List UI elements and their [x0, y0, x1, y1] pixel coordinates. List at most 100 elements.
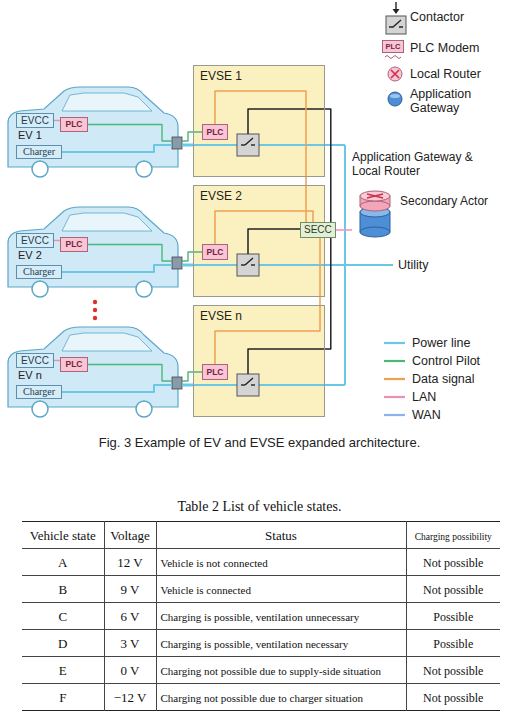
legend-text: Control Pilot	[412, 354, 480, 368]
node-text: EV n	[18, 369, 42, 381]
node-text: PLC	[66, 120, 83, 129]
data-table: Vehicle stateVoltageStatusCharging possi…	[22, 521, 500, 711]
table-cell: 12 V	[104, 549, 156, 576]
node-text: PLC	[207, 368, 224, 377]
wire-line	[259, 144, 345, 146]
plc-modem-box: PLC	[60, 237, 88, 252]
node-text: Application Gateway & Local Router	[352, 150, 502, 178]
cell-text: A	[58, 555, 67, 570]
cell-text: E	[59, 663, 67, 678]
cell-text: 3 V	[121, 636, 140, 651]
legend-line-sample	[384, 414, 405, 416]
legend-gateway	[388, 92, 402, 106]
vehicle-wheel	[136, 281, 152, 297]
plc-modem-box: PLC	[202, 124, 228, 140]
drawing-stroke	[251, 384, 255, 385]
table-cell: 3 V	[104, 630, 156, 657]
wire-line	[62, 385, 172, 392]
drawing-stroke	[241, 384, 245, 385]
node-text: PLC	[66, 240, 83, 249]
vehicle-drawing	[8, 207, 182, 297]
evse-box: EVSE 2 PLC	[193, 185, 325, 297]
charger-box: Charger	[16, 385, 62, 399]
legend-text: Power line	[412, 336, 470, 350]
vehicle-window	[62, 93, 152, 111]
wire-line	[62, 145, 172, 152]
vehicle-body	[8, 207, 178, 287]
vehicle-body	[8, 327, 178, 407]
charger-box: Charger	[16, 265, 62, 279]
vehicle-wheel	[32, 161, 48, 177]
legend-gateway	[390, 94, 400, 98]
cell-text: Charging not possible due to charger sit…	[161, 692, 363, 704]
wire-line	[182, 132, 202, 141]
contactor-symbol	[237, 374, 259, 396]
wire-line	[182, 372, 202, 381]
table-cell: B	[22, 576, 104, 603]
drawing-stroke	[245, 378, 253, 385]
legend-text: PLC Modem	[410, 41, 479, 55]
charging-port	[172, 137, 182, 149]
wire-line	[88, 125, 172, 142]
node-text: EVSE n	[200, 309, 242, 323]
drawing-stroke	[241, 264, 245, 265]
contactor-symbol	[237, 254, 259, 276]
legend-text: Application Gateway	[410, 87, 510, 115]
cell-text: Not possible	[423, 664, 483, 678]
vehicle-outline: EV nEVCC PLC Charger	[4, 323, 182, 413]
cell-text: 12 V	[117, 555, 142, 570]
drawing-stroke	[251, 264, 255, 265]
legend-text: Data signal	[412, 372, 475, 386]
cell-text: Charging is possible, ventilation unnece…	[161, 611, 360, 623]
figure-caption: Fig. 3 Example of EV and EVSE expanded a…	[0, 435, 519, 450]
vehicle-wheel	[136, 161, 152, 177]
table-row: Vehicle stateVoltageStatusCharging possi…	[22, 522, 500, 549]
charging-port	[172, 257, 182, 269]
cell-text: F	[59, 690, 66, 705]
legend-plc-symbol: PLC	[382, 40, 404, 53]
drawing-stroke	[241, 144, 245, 145]
cell-text: Possible	[433, 637, 473, 651]
evcc-box: EVCC	[16, 233, 54, 248]
connector	[182, 144, 193, 147]
cell-text: C	[58, 609, 67, 624]
cell-text: Voltage	[110, 528, 149, 543]
node-text: EV 1	[18, 129, 42, 141]
node-text: PLC	[66, 360, 83, 369]
secc-box: SECC	[300, 222, 336, 238]
legend-line-sample	[384, 360, 405, 362]
table-cell: Charging not possible due to charger sit…	[156, 684, 406, 711]
vehicle-body	[8, 87, 178, 167]
table-row: D3 VCharging is possible, ventilation ne…	[22, 630, 500, 657]
evse-box: EVSE 1PLC	[193, 65, 325, 177]
table-cell: Charging is possible, ventilation necess…	[156, 630, 406, 657]
table-cell: Possible	[406, 603, 500, 630]
legend-plc-wave	[385, 56, 401, 59]
table-row: E0 VCharging not possible due to supply-…	[22, 657, 500, 684]
legend-contactor	[389, 20, 403, 27]
node-text: Charger	[23, 267, 55, 277]
vehicle-window	[62, 213, 152, 231]
legend-line-sample	[384, 342, 405, 344]
legend-router	[391, 70, 399, 78]
evcc-box: EVCC	[16, 353, 54, 368]
drawing-stroke	[367, 194, 383, 198]
evse-box: EVSE n PLC	[193, 305, 325, 417]
cell-text: Charging possibility	[415, 532, 492, 542]
vehicle-wheel	[136, 401, 152, 417]
table-cell: Not possible	[406, 657, 500, 684]
legend-contactor	[395, 2, 396, 10]
cell-text: Vehicle is connected	[161, 584, 251, 596]
drawing-stroke	[245, 258, 253, 265]
node-text: PLC	[207, 248, 224, 257]
ellipsis-dot	[93, 308, 97, 312]
node-text: Charger	[23, 147, 55, 157]
node-text: EVSE 2	[200, 189, 242, 203]
cell-text: Not possible	[423, 583, 483, 597]
table-cell: Possible	[406, 630, 500, 657]
cell-text: Charging is possible, ventilation necess…	[161, 638, 349, 650]
cell-text: 6 V	[121, 609, 140, 624]
vehicle-window	[62, 333, 152, 351]
wire-line	[259, 264, 345, 266]
